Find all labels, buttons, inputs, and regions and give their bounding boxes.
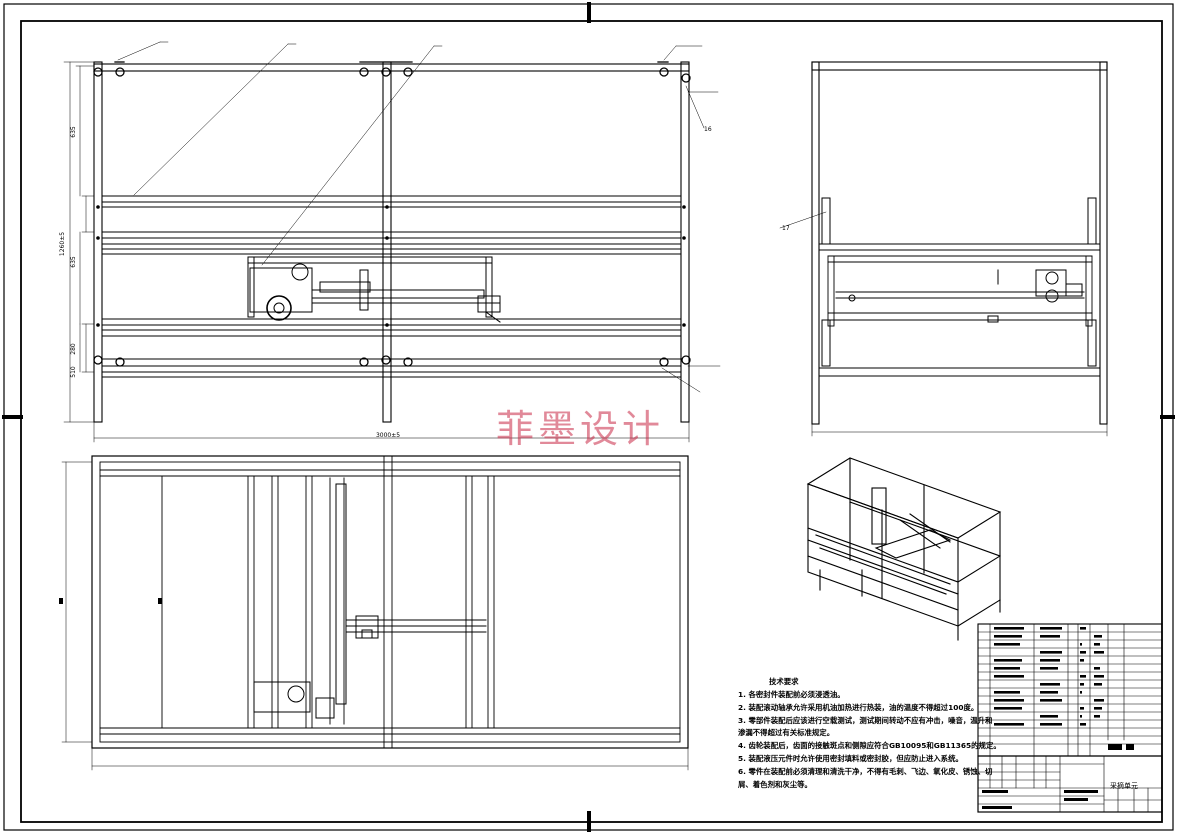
- bom-cell-mark: [1094, 707, 1102, 710]
- bom-cell-mark: [994, 627, 1024, 630]
- bom-cell-mark: [1080, 683, 1084, 686]
- tech-requirement-3-cont: 渗漏不得超过有关标准规定。: [738, 728, 835, 737]
- dim-height-base: 510: [70, 366, 77, 378]
- bom-cell-mark: [1040, 659, 1060, 662]
- bom-cell-mark: [1094, 675, 1104, 678]
- bom-cell-mark: [1080, 675, 1086, 678]
- bom-cell-mark: [1040, 635, 1060, 638]
- balloon-16: 16: [704, 126, 712, 133]
- bom-cell-mark: [1040, 683, 1060, 686]
- bom-cell-mark: [1040, 667, 1058, 670]
- bom-cell-mark: [1094, 667, 1100, 670]
- tech-requirement-1: 1. 各密封件装配前必须浸透油。: [738, 690, 845, 699]
- bom-cell-mark: [1094, 699, 1104, 702]
- watermark: 菲墨设计: [496, 407, 665, 451]
- bom-cell-mark: [1040, 651, 1062, 654]
- bom-cell-mark: [1094, 715, 1100, 718]
- bom-cell-mark: [994, 699, 1024, 702]
- bom-cell-mark: [994, 635, 1022, 638]
- bom-cell-mark: [1040, 627, 1062, 630]
- bom-cell-mark: [1080, 715, 1082, 718]
- bom-cell-mark: [994, 723, 1024, 726]
- title-block: [977, 744, 1163, 813]
- bom-cell-mark: [994, 667, 1020, 670]
- isometric-view: [806, 457, 1002, 641]
- drawing-title: 采摘单元: [1110, 782, 1138, 790]
- tech-requirement-3: 3. 零部件装配后应该进行空载测试，测试期间转动不应有冲击，噪音，温升和: [738, 716, 993, 725]
- bom-cell-mark: [1080, 723, 1086, 726]
- bom-cell-mark: [1040, 699, 1062, 702]
- dim-height-total: 1260±5: [59, 232, 66, 256]
- front-view: [63, 41, 721, 443]
- bom-cell-mark: [1080, 659, 1084, 662]
- side-view: [779, 61, 1108, 437]
- bom-cell-mark: [1080, 651, 1086, 654]
- dim-height-low: 280: [70, 343, 77, 355]
- bom-cell-mark: [1080, 643, 1082, 646]
- bom-cell-mark: [1080, 627, 1086, 630]
- bom-cell-mark: [1040, 691, 1058, 694]
- bom-cell-mark: [1094, 651, 1104, 654]
- bom-cell-mark: [994, 707, 1022, 710]
- tech-requirement-6: 6. 零件在装配前必须清理和清洗干净，不得有毛刺、飞边、氧化皮、锈蚀、切: [738, 767, 993, 776]
- bom-cell-mark: [1094, 643, 1100, 646]
- bom-cell-mark: [994, 691, 1020, 694]
- bom-cell-mark: [1040, 715, 1058, 718]
- tech-requirement-2: 2. 装配滚动轴承允许采用机油加热进行热装，油的温度不得超过100度。: [738, 703, 979, 712]
- bom-cell-mark: [994, 659, 1022, 662]
- bom-cell-mark: [1040, 723, 1062, 726]
- tech-requirement-4: 4. 齿轮装配后，齿面的接触斑点和侧隙应符合GB10095和GB11365的规定…: [738, 741, 1001, 750]
- bom-cell-mark: [994, 643, 1020, 646]
- tech-requirement-6-cont: 屑、着色剂和灰尘等。: [738, 780, 812, 789]
- dim-height-top: 635: [70, 126, 77, 138]
- tech-requirements-title: 技术要求: [769, 677, 799, 686]
- plan-view: [59, 455, 689, 771]
- dim-width-total: 3000±5: [376, 432, 400, 439]
- bom-table: [977, 623, 1163, 757]
- bom-cell-mark: [1080, 707, 1084, 710]
- dim-height-middle: 635: [70, 256, 77, 268]
- tech-requirement-5: 5. 装配液压元件时允许使用密封填料或密封胶，但应防止进入系统。: [738, 754, 963, 763]
- bom-cell-mark: [1080, 691, 1082, 694]
- bom-cell-mark: [994, 675, 1024, 678]
- bom-cell-mark: [1094, 683, 1102, 686]
- bom-cell-mark: [1094, 635, 1102, 638]
- balloon-17: 17: [782, 225, 790, 232]
